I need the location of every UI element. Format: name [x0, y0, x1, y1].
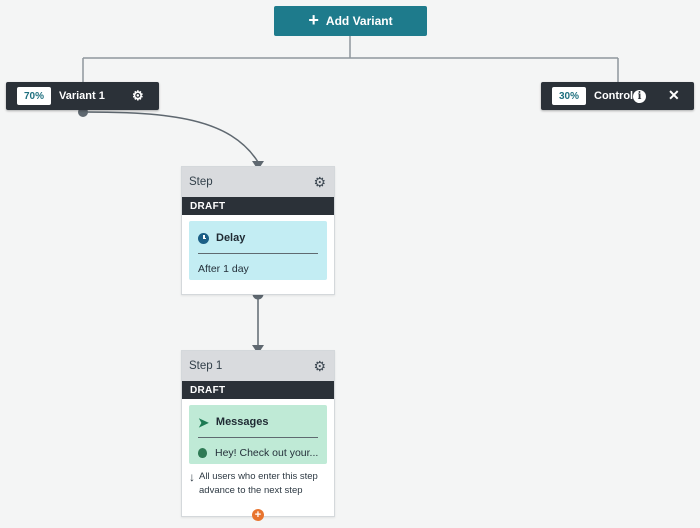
step-header: Step 1 ⚙ [182, 351, 334, 381]
gear-icon[interactable]: ⚙ [132, 88, 144, 103]
variant-name: Variant 1 [59, 90, 105, 102]
delay-detail: After 1 day [198, 263, 249, 275]
message-preview: Hey! Check out your... [215, 447, 319, 459]
divider [198, 253, 318, 254]
variant-1-node[interactable]: 70% Variant 1 ⚙ [6, 82, 159, 110]
status-badge: DRAFT [182, 197, 334, 215]
status-badge: DRAFT [182, 381, 334, 399]
plus-icon: + [308, 10, 319, 30]
step-1-card[interactable]: Step 1 ⚙ DRAFT ➤ Messages Hey! Check out… [181, 350, 335, 517]
info-icon[interactable]: i [633, 90, 646, 103]
step-card[interactable]: Step ⚙ DRAFT Delay After 1 day [181, 166, 335, 295]
variant-name: Control [594, 90, 634, 102]
delay-component[interactable]: Delay After 1 day [189, 221, 327, 280]
component-title: Delay [216, 232, 246, 244]
paper-plane-icon: ➤ [198, 414, 209, 430]
step-header: Step ⚙ [182, 167, 334, 197]
add-step-button[interactable]: + [252, 509, 264, 521]
apple-icon [198, 448, 207, 458]
advance-note: ↓ All users who enter this step advance … [182, 464, 334, 498]
component-title: Messages [215, 416, 269, 428]
gear-icon[interactable]: ⚙ [313, 173, 326, 190]
add-variant-button[interactable]: + Add Variant [274, 6, 427, 36]
close-icon[interactable]: ✕ [668, 87, 680, 103]
variant-percentage[interactable]: 70% [17, 87, 51, 105]
step-title: Step 1 [189, 360, 223, 372]
gear-icon[interactable]: ⚙ [313, 357, 326, 374]
messages-component[interactable]: ➤ Messages Hey! Check out your... [189, 405, 327, 464]
advance-text: All users who enter this step advance to… [199, 471, 318, 496]
variant-percentage[interactable]: 30% [552, 87, 586, 105]
arrow-down-icon: ↓ [189, 470, 195, 484]
step-title: Step [189, 176, 213, 188]
divider [198, 437, 318, 438]
control-variant-node[interactable]: 30% Control i ✕ [541, 82, 694, 110]
clock-icon [198, 232, 209, 244]
add-variant-label: Add Variant [325, 14, 393, 28]
